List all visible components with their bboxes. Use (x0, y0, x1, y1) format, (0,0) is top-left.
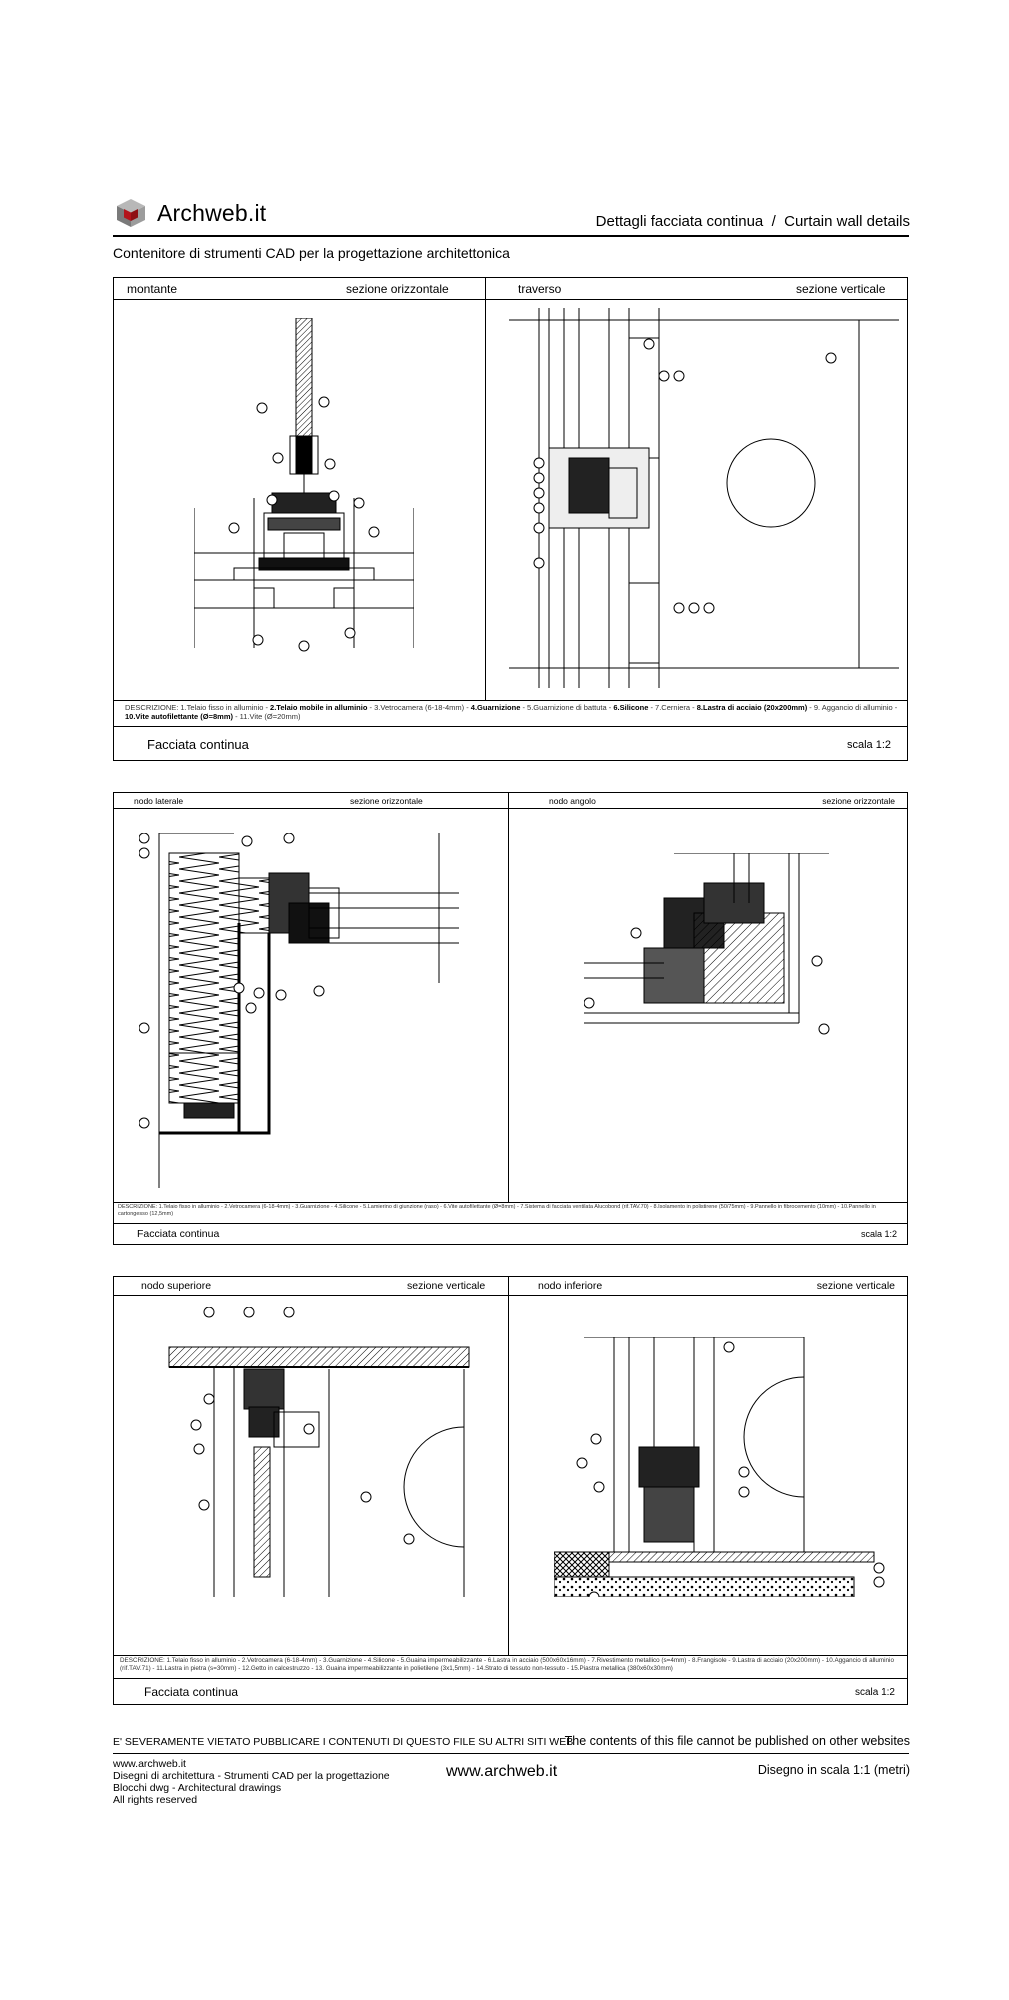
sheet2-right-label: nodo angolo (549, 796, 596, 806)
sheet1-left-label: montante (127, 282, 178, 296)
sheet1-divider (485, 278, 486, 700)
footer-line-4: All rights reserved (113, 1794, 198, 1806)
sheet2-left-section: sezione orizzontale (350, 796, 423, 806)
sheet-3: nodo superiore sezione verticale nodo in… (113, 1276, 908, 1705)
sheet2-title-rule (114, 1223, 907, 1224)
sheet3-title-rule (114, 1678, 907, 1679)
sheet3-right-section: sezione verticale (816, 1280, 895, 1292)
footer-warning-en: The contents of this file cannot be publ… (564, 1734, 910, 1748)
sheet-2: nodo laterale sezione orizzontale nodo a… (113, 792, 908, 1245)
sheet2-right-section: sezione orizzontale (822, 796, 895, 806)
sheet1-scale: scala 1:2 (846, 739, 891, 751)
sheet2-left-label: nodo laterale (134, 796, 184, 806)
nodo-superiore-drawing (168, 1307, 470, 1597)
sheet3-description: DESCRIZIONE: 1.Telaio fisso in alluminio… (120, 1657, 894, 1672)
sheet3-left-section: sezione verticale (407, 1280, 486, 1292)
footer-center-link[interactable]: www.archweb.it (446, 1763, 558, 1780)
sheet3-scale: scala 1:2 (854, 1687, 895, 1698)
sheet1-right-label: traverso (518, 282, 562, 296)
sheet3-left-label: nodo superiore (141, 1280, 212, 1292)
sheet3-divider (508, 1277, 509, 1655)
sheet1-title-rule (114, 726, 907, 727)
sheet2-description: DESCRIZIONE: 1.Telaio fisso in alluminio… (118, 1204, 876, 1217)
footer-warning-it: E' SEVERAMENTE VIETATO PUBBLICARE I CONT… (113, 1736, 574, 1748)
nodo-angolo-drawing (584, 853, 830, 1035)
footer-left-block: www.archweb.it Disegni di architettura -… (113, 1758, 390, 1806)
sheet2-top-rule (114, 808, 907, 809)
sheet1-top-rule (114, 299, 907, 300)
sheet1-desc-rule (114, 700, 907, 701)
sheet3-desc-rule (114, 1655, 907, 1656)
footer-scale-note: Disegno in scala 1:1 (metri) (757, 1763, 910, 1777)
sheet2-scale: scala 1:2 (860, 1229, 897, 1239)
sheet2-desc-rule (114, 1202, 907, 1203)
sheet3-title: Facciata continua (144, 1685, 239, 1699)
footer-line-1: www.archweb.it (113, 1758, 186, 1770)
sheet1-title: Facciata continua (147, 737, 249, 752)
sheet2-divider (508, 793, 509, 1202)
logo-text: Archweb.it (157, 200, 267, 226)
sheet3-top-rule (114, 1295, 907, 1296)
sheet-1: montante sezione orizzontale traverso se… (113, 277, 908, 761)
nodo-inferiore-drawing (554, 1337, 885, 1597)
header-rule (113, 235, 909, 237)
sheet1-description: DESCRIZIONE: 1.Telaio fisso in alluminio… (125, 703, 898, 721)
montante-drawing (194, 318, 414, 652)
sheet1-right-section: sezione verticale (796, 282, 886, 296)
footer-rule (113, 1753, 909, 1754)
archweb-logo-icon (117, 199, 145, 227)
header-title: Dettagli facciata continua / Curtain wal… (595, 213, 910, 230)
footer-line-3: Blocchi dwg - Architectural drawings (113, 1782, 282, 1794)
footer-line-2: Disegni di architettura - Strumenti CAD … (113, 1770, 390, 1782)
traverso-drawing (509, 308, 899, 688)
sheet2-title: Facciata continua (137, 1228, 220, 1240)
nodo-laterale-drawing (139, 833, 459, 1188)
header-subtitle: Contenitore di strumenti CAD per la prog… (113, 245, 510, 261)
sheet1-left-section: sezione orizzontale (346, 282, 449, 296)
sheet3-right-label: nodo inferiore (538, 1280, 603, 1292)
